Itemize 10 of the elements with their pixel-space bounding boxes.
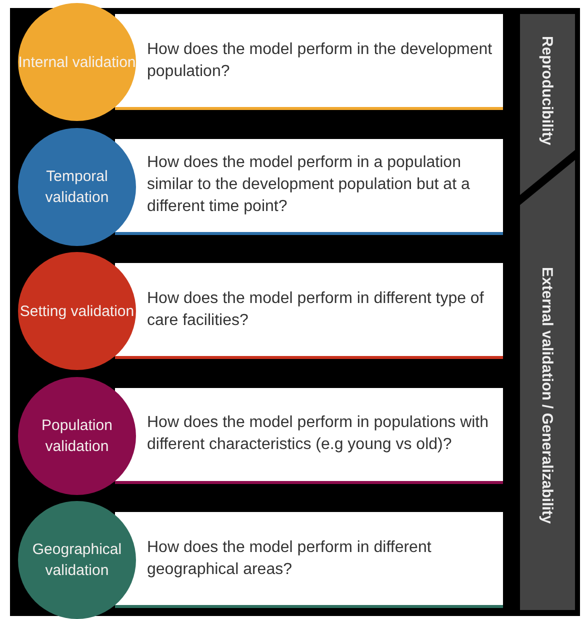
question-text: How does the model perform in the development population? xyxy=(147,40,494,82)
question-text: How does the model perform in different geographical areas? xyxy=(147,538,432,580)
question-panel xyxy=(115,388,503,484)
question-text: How does the model perform in populations with different characteristics (e.g young vs old)? xyxy=(147,413,490,455)
side-label: Reproducibility xyxy=(538,36,556,145)
side-label: External validation / Generalizability xyxy=(538,266,556,524)
question-text: How does the model perform in different type of care facilities? xyxy=(147,288,485,330)
question-text: How does the model perform in a population similar to the development population but at a different time point? xyxy=(147,153,471,217)
question-panel xyxy=(115,138,503,234)
side-panel xyxy=(520,14,575,195)
